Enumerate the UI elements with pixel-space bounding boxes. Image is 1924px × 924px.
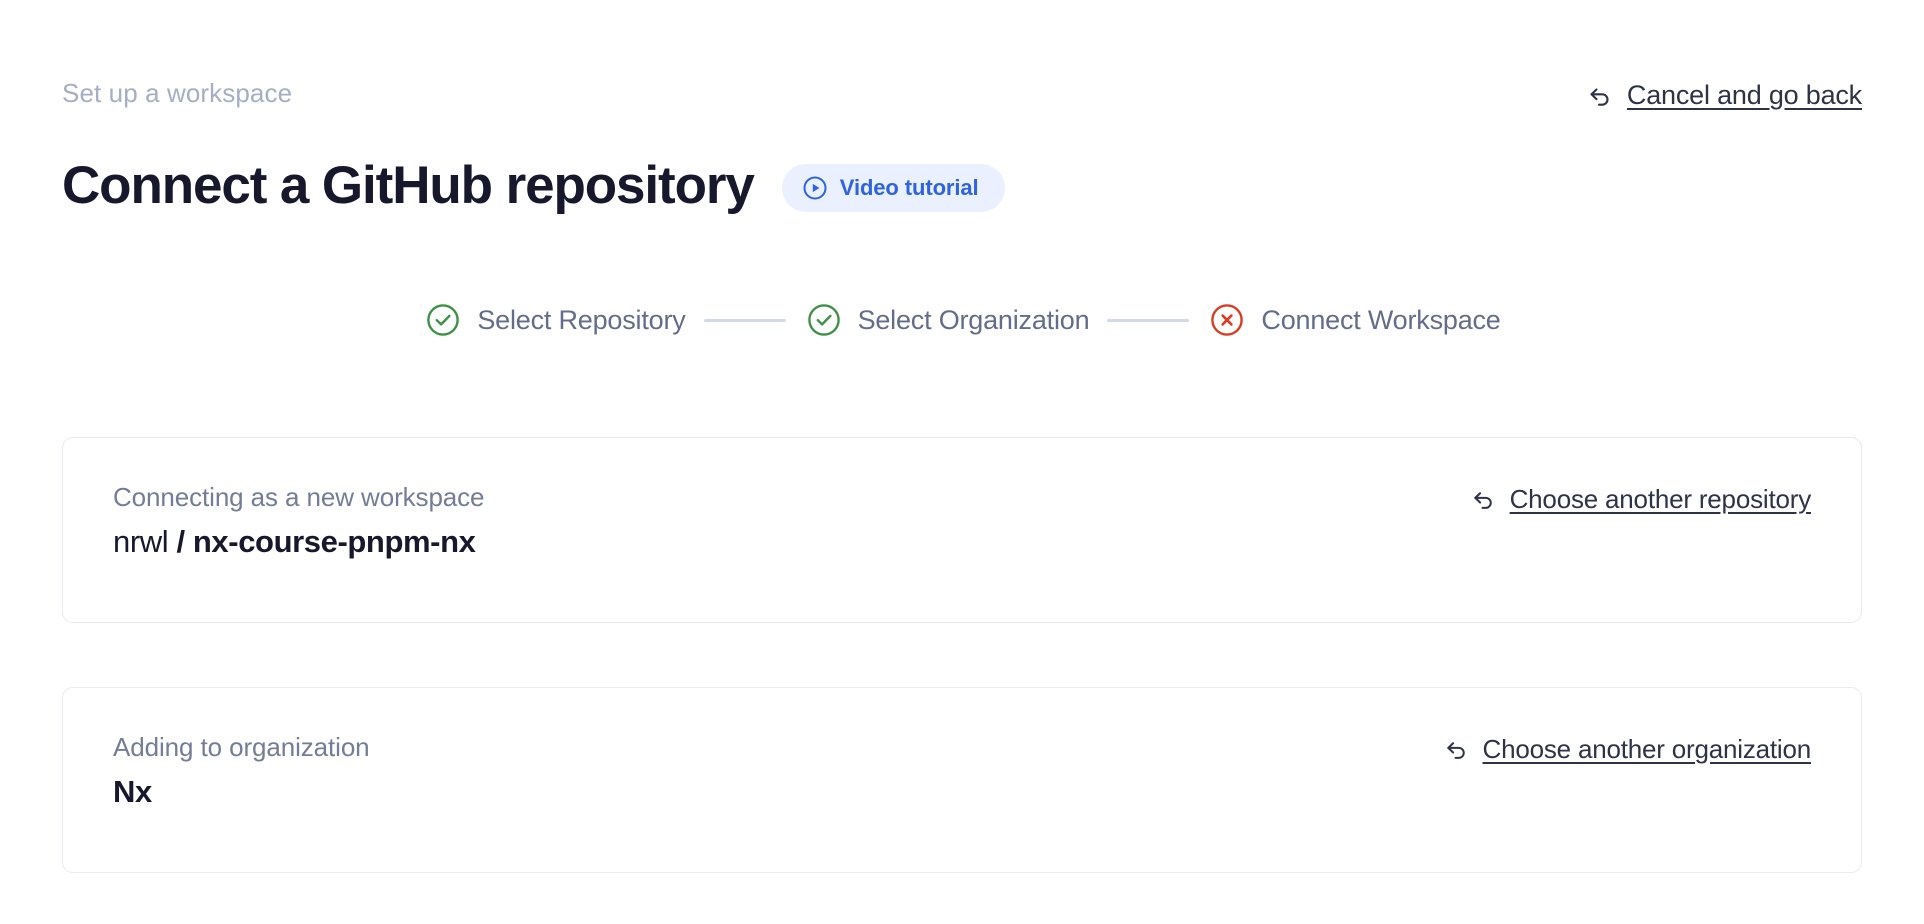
check-circle-icon <box>804 300 844 340</box>
video-tutorial-label: Video tutorial <box>839 174 979 200</box>
step-label-select-repository: Select Repository <box>477 304 686 335</box>
undo-arrow-icon <box>1442 735 1471 764</box>
choose-another-organization-link[interactable]: Choose another organization <box>1442 734 1812 765</box>
step-select-repository[interactable]: Select Repository <box>423 300 686 340</box>
step-select-organization[interactable]: Select Organization <box>804 300 1090 340</box>
page-title: Connect a GitHub repository <box>62 155 755 215</box>
organization-card: Adding to organization Nx Choose another… <box>62 687 1862 873</box>
breadcrumb-eyebrow: Set up a workspace <box>62 78 293 108</box>
progress-stepper: Select Repository Select Organization Co… <box>0 300 1924 340</box>
x-circle-icon <box>1207 300 1247 340</box>
organization-name: Nx <box>113 774 152 810</box>
step-label-select-organization: Select Organization <box>857 304 1090 335</box>
video-tutorial-button[interactable]: Video tutorial <box>781 163 1005 212</box>
cancel-and-go-back-label: Cancel and go back <box>1626 80 1862 110</box>
play-circle-icon <box>802 175 828 201</box>
organization-card-content: Adding to organization Nx <box>113 732 370 812</box>
undo-arrow-icon <box>1585 81 1615 111</box>
step-connector-2 <box>1107 318 1190 322</box>
repository-slug: nx-course-pnpm-nx <box>192 524 476 560</box>
cancel-and-go-back-link[interactable]: Cancel and go back <box>1585 80 1862 111</box>
step-connect-workspace[interactable]: Connect Workspace <box>1207 300 1501 340</box>
step-label-connect-workspace: Connect Workspace <box>1261 304 1501 335</box>
repository-owner: nrwl <box>113 524 169 560</box>
title-row: Connect a GitHub repository Video tutori… <box>62 121 1862 250</box>
choose-another-organization-label: Choose another organization <box>1482 734 1812 764</box>
repository-card-caption: Connecting as a new workspace <box>113 482 485 512</box>
repository-name: nrwl / nx-course-pnpm-nx <box>113 523 484 562</box>
choose-another-repository-link[interactable]: Choose another repository <box>1469 484 1811 515</box>
undo-arrow-icon <box>1469 485 1498 514</box>
choose-another-repository-label: Choose another repository <box>1509 484 1812 514</box>
organization-card-caption: Adding to organization <box>113 732 370 762</box>
page-header: Set up a workspace Connect a GitHub repo… <box>62 78 1862 250</box>
step-connector-1 <box>703 318 786 322</box>
repository-separator: / <box>168 524 193 560</box>
repository-card-content: Connecting as a new workspace nrwl / nx-… <box>113 482 485 562</box>
repository-card: Connecting as a new workspace nrwl / nx-… <box>62 437 1862 623</box>
check-circle-icon <box>423 300 463 340</box>
